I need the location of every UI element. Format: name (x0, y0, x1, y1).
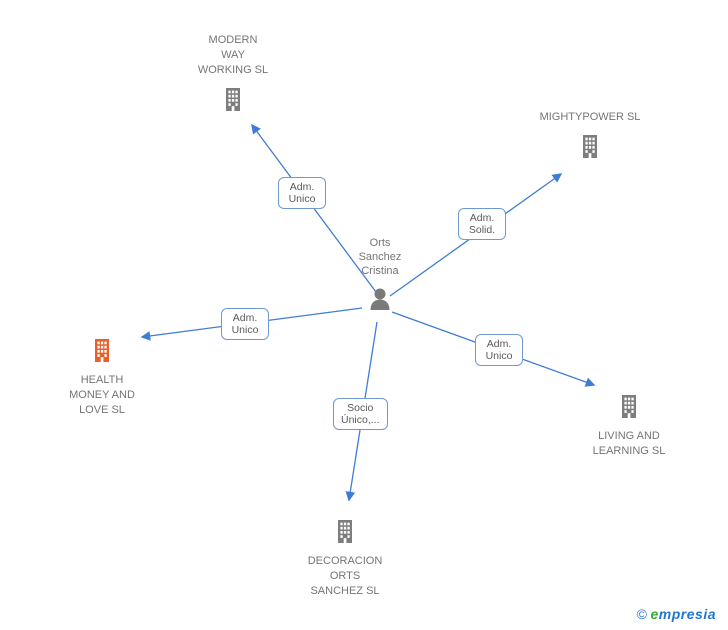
relationship-label-line: Unico (288, 193, 316, 205)
relationship-label-adm-unico-living[interactable]: Adm. Unico (475, 334, 523, 366)
person-icon (330, 285, 430, 320)
person-name: Orts Sanchez Cristina (330, 236, 430, 278)
company-name-line: WORKING SL (197, 64, 269, 76)
empresia-logo[interactable]: ©empresia (637, 606, 716, 622)
person-node[interactable]: Orts Sanchez Cristina (330, 236, 430, 320)
brand-initial: e (650, 606, 659, 622)
person-name-line: Sanchez (358, 251, 402, 263)
company-name: MODERN WAY WORKING SL (183, 33, 283, 78)
company-name-line: WAY (221, 49, 245, 61)
copyright-symbol: © (636, 606, 648, 622)
relationship-label-adm-unico-health[interactable]: Adm. Unico (221, 308, 269, 340)
person-name-line: Orts (369, 237, 391, 249)
relationship-label-line: Solid. (468, 224, 496, 236)
company-name-line: HEALTH (80, 374, 124, 386)
company-name-line: MODERN (208, 34, 258, 46)
relationship-label-adm-solid-mightypower[interactable]: Adm. Solid. (458, 208, 506, 240)
relationship-label-adm-unico-modern[interactable]: Adm. Unico (278, 177, 326, 209)
person-name-line: Cristina (361, 265, 399, 277)
company-name-line: MIGHTYPOWER SL (539, 111, 641, 123)
relationship-label-line: Único,... (341, 414, 380, 426)
company-node-mightypower[interactable]: MIGHTYPOWER SL (520, 110, 660, 165)
building-icon (520, 132, 660, 165)
company-node-living-learning[interactable]: LIVING AND LEARNING SL (566, 392, 692, 459)
company-name-line: MONEY AND (69, 389, 135, 401)
company-name: MIGHTYPOWER SL (520, 110, 660, 125)
company-name-line: LEARNING SL (592, 445, 666, 457)
brand-name: mpresia (658, 606, 716, 622)
company-name-line: LIVING AND (598, 430, 660, 442)
company-node-modern-way-working[interactable]: MODERN WAY WORKING SL (183, 33, 283, 118)
company-node-decoracion-orts-sanchez[interactable]: DECORACION ORTS SANCHEZ SL (295, 517, 395, 599)
relationship-label-line: Adm. (232, 312, 258, 324)
relationship-label-line: Socio (347, 402, 374, 414)
building-icon (566, 392, 692, 425)
building-icon (295, 517, 395, 550)
relationship-label-line: Unico (231, 324, 259, 336)
relationship-label-line: Adm. (486, 338, 512, 350)
company-name: LIVING AND LEARNING SL (566, 429, 692, 459)
company-name: DECORACION ORTS SANCHEZ SL (295, 554, 395, 599)
relationship-label-line: Adm. (469, 212, 495, 224)
building-icon (50, 336, 154, 369)
relationship-label-socio-unico-decoracion[interactable]: Socio Único,... (333, 398, 388, 430)
company-name-line: LOVE SL (79, 404, 125, 416)
building-icon (183, 85, 283, 118)
relationship-label-line: Adm. (289, 181, 315, 193)
relationship-label-line: Unico (485, 350, 513, 362)
company-name-line: DECORACION (307, 555, 383, 567)
company-name-line: SANCHEZ SL (310, 585, 380, 597)
company-name-line: ORTS (329, 570, 361, 582)
company-node-health-money-love[interactable]: HEALTH MONEY AND LOVE SL (50, 336, 154, 418)
company-name: HEALTH MONEY AND LOVE SL (50, 373, 154, 418)
